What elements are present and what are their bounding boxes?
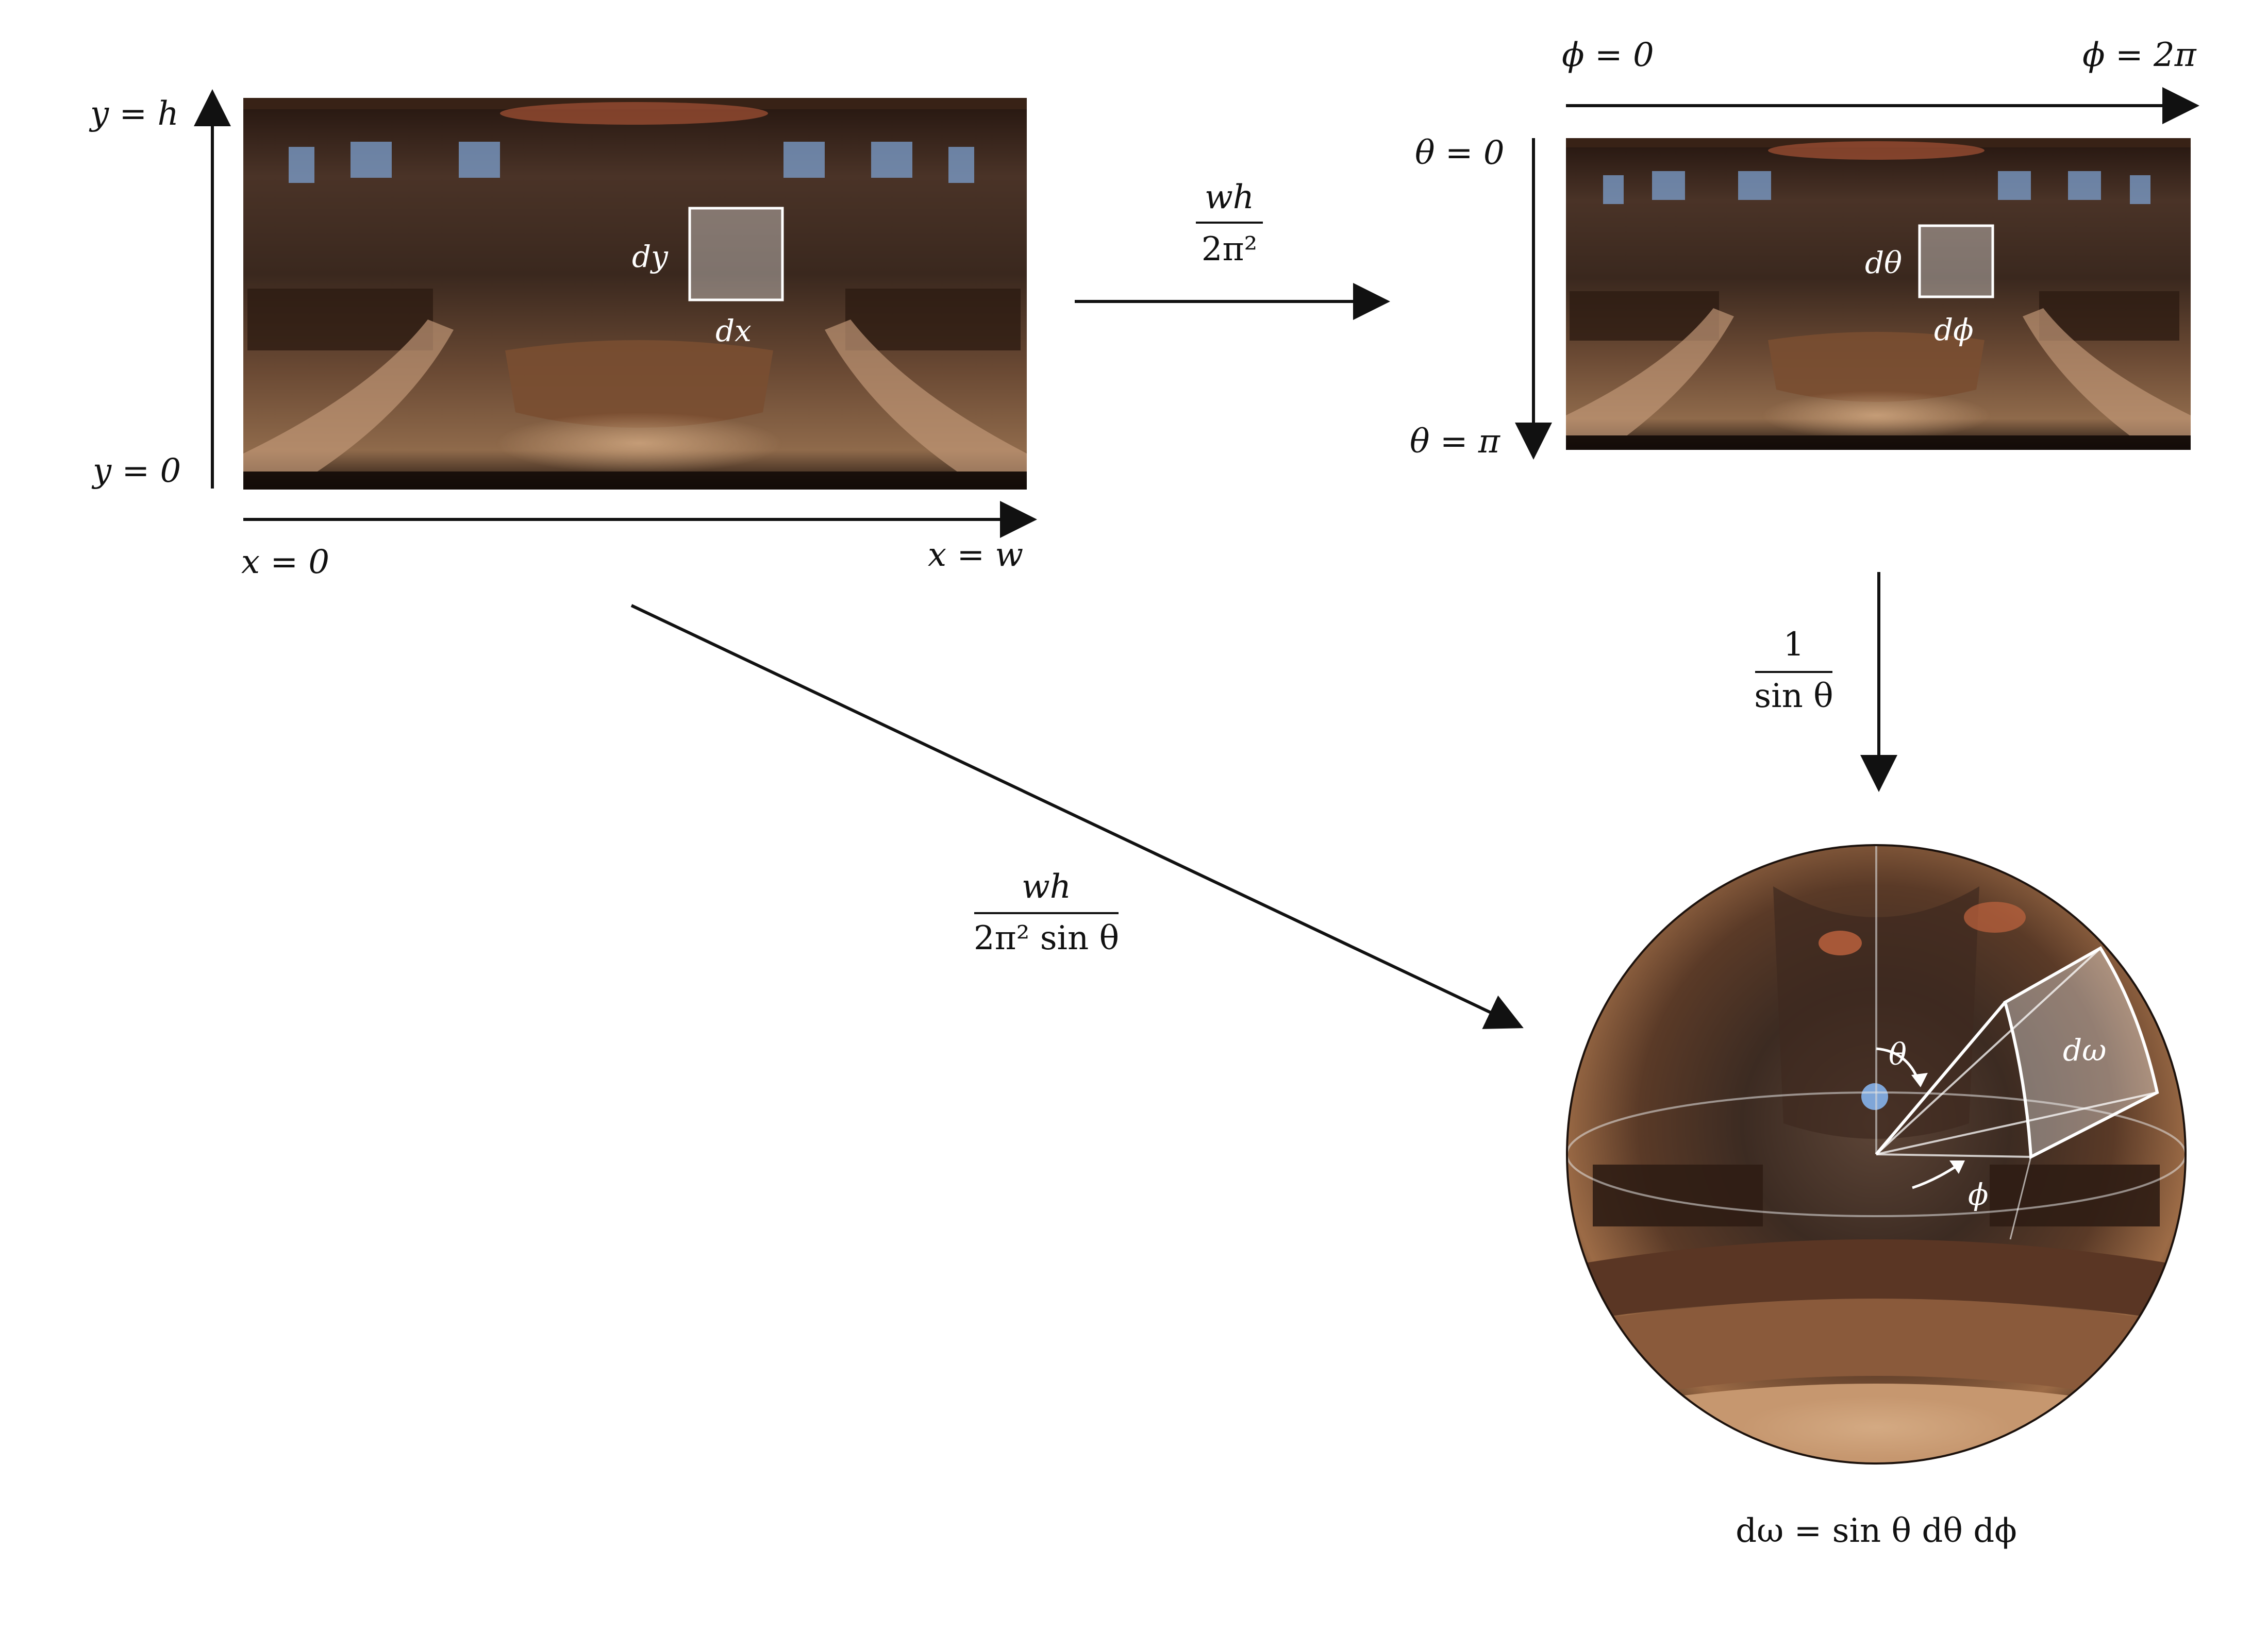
arrow-equirect-to-sphere: wh 2π² sin θ xyxy=(630,604,1524,1029)
phi-right-label: ϕ = 2π xyxy=(2082,36,2197,74)
sphere-phi-label: ϕ xyxy=(1968,1177,1989,1212)
dx-label: dx xyxy=(715,313,752,348)
sphere-theta-label: θ xyxy=(1889,1037,1907,1072)
phi-arc xyxy=(1912,1163,1960,1189)
spherical-patch xyxy=(1918,224,1994,298)
dtheta-label: dθ xyxy=(1865,245,1902,280)
theta-ray xyxy=(1875,1001,2007,1155)
phi-left-label: ϕ = 0 xyxy=(1562,36,1654,74)
dy-label: dy xyxy=(632,239,669,274)
solid-angle-formula: dω = sin θ dθ dϕ xyxy=(1736,1512,2017,1550)
equirect-photo-details xyxy=(243,98,1027,490)
equirect-panel: dy dx y = h y = 0 x = 0 x = w xyxy=(89,89,1037,581)
y-bottom-label: y = 0 xyxy=(91,452,181,490)
y-top-label: y = h xyxy=(89,95,179,133)
arrow2-denominator: sin θ xyxy=(1754,677,1833,715)
arrow2-numerator: 1 xyxy=(1783,626,1805,664)
arrow3-numerator: wh xyxy=(1022,868,1071,906)
x-left-label: x = 0 xyxy=(241,543,329,581)
sphere-domega-label: dω xyxy=(2063,1033,2106,1068)
arrow1-denominator: 2π² xyxy=(1202,230,1257,268)
domega-ray-4 xyxy=(1876,1153,2031,1158)
spherical-photo-details xyxy=(1566,138,2191,450)
arrow-spherical-to-sphere: 1 sin θ xyxy=(1754,572,1897,792)
x-right-label: x = w xyxy=(928,536,1023,574)
domega-ray-2 xyxy=(1875,947,2102,1155)
arrow-equirect-to-spherical: wh 2π² xyxy=(1075,178,1390,320)
arrow3-denominator: 2π² sin θ xyxy=(974,919,1119,957)
arrow1-numerator: wh xyxy=(1205,178,1254,216)
domega-ray-3 xyxy=(1876,1091,2158,1155)
theta-bottom-label: θ = π xyxy=(1410,423,1500,461)
sphere-outline xyxy=(1566,844,2187,1465)
theta-top-label: θ = 0 xyxy=(1415,134,1505,172)
equirect-patch xyxy=(688,207,784,301)
spherical-panel: dθ dϕ ϕ = 0 ϕ = 2π θ = 0 θ = π xyxy=(1410,36,2199,461)
dphi-label: dϕ xyxy=(1934,312,1974,347)
domega-drop xyxy=(2009,1156,2032,1240)
sphere-figure: θ ϕ dω xyxy=(1566,844,2187,1465)
